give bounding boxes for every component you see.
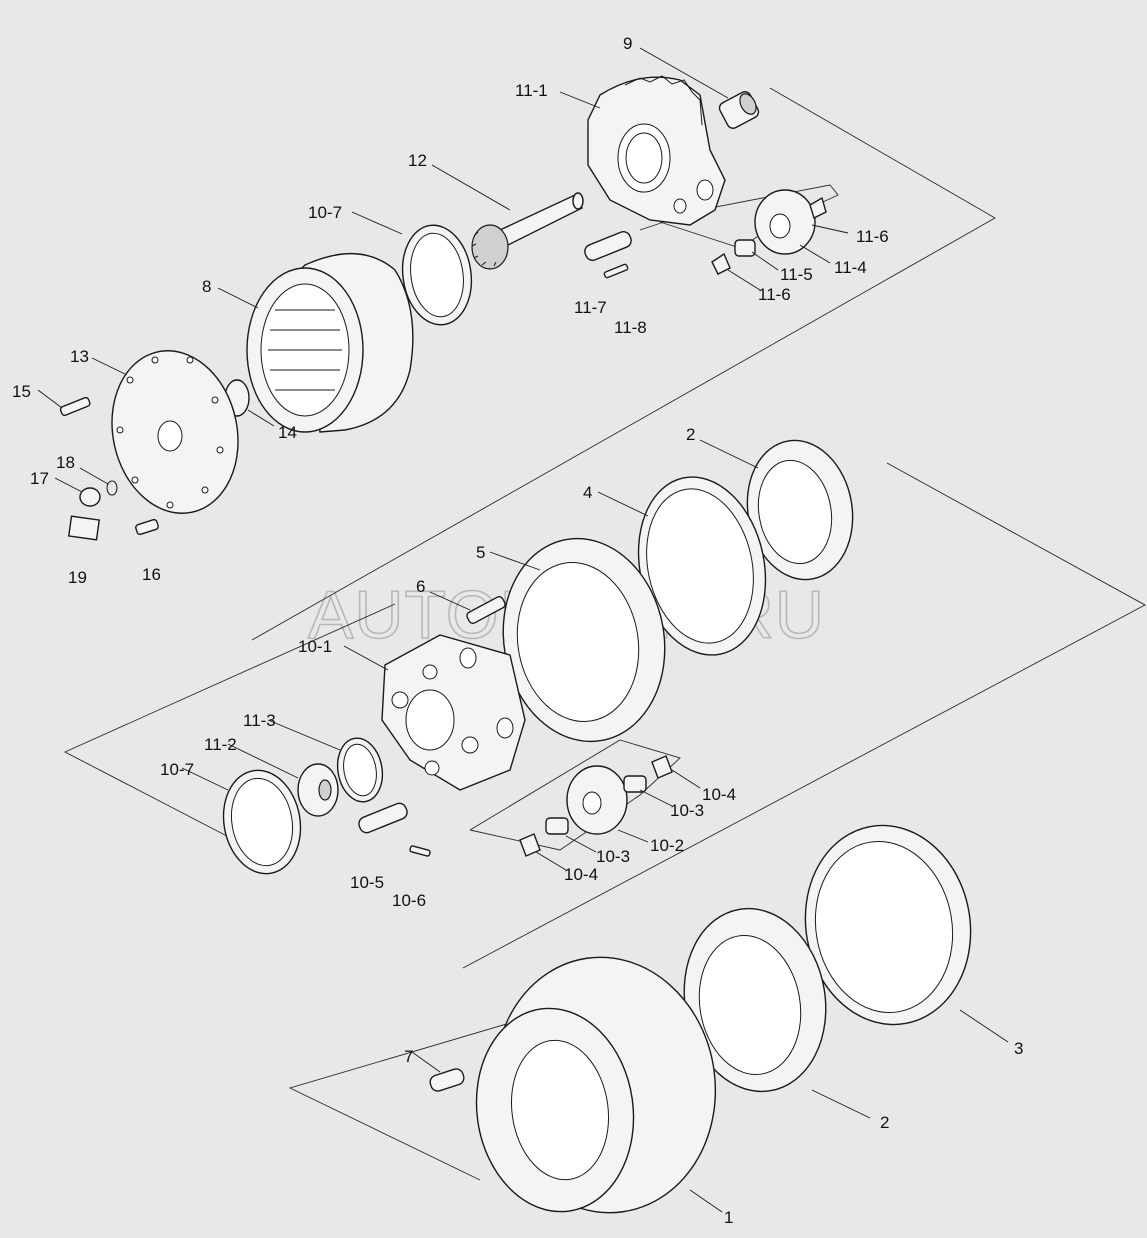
label-17: 17 [30, 469, 49, 488]
label-8: 8 [202, 277, 211, 296]
planet-carrier-part-10-1 [381, 634, 526, 791]
label-19: 19 [68, 568, 87, 587]
label-7: 7 [404, 1047, 413, 1066]
thrust-washer-part-10-7-upper [401, 224, 473, 326]
label-10-5: 10-5 [350, 873, 384, 892]
seal-part-3 [804, 824, 972, 1026]
label-12: 12 [408, 151, 427, 170]
thrust-washer-part-10-7-lower [222, 769, 302, 875]
hub-part-5 [502, 537, 666, 743]
label-10-7-lower: 10-7 [160, 760, 194, 779]
plate-part-19 [67, 515, 101, 541]
washer-part-11-6-lower [711, 252, 731, 275]
label-1: 1 [724, 1208, 733, 1227]
plug-part-16 [135, 518, 159, 536]
cover-plate-part-13 [111, 350, 239, 514]
label-4: 4 [583, 483, 592, 502]
label-18: 18 [56, 453, 75, 472]
bolt-part-15 [59, 396, 91, 417]
washer-part-10-4-lower [519, 833, 541, 857]
planet-gear-part-11-4 [754, 189, 816, 255]
plug-part-17 [79, 487, 101, 507]
middle-group-outline-left [63, 603, 396, 849]
label-10-4-upper: 10-4 [702, 785, 736, 804]
leader-lines [37, 47, 1009, 1213]
washer-part-11-6-upper [809, 196, 827, 219]
lower-group-outline [288, 1019, 521, 1181]
seal-part-4 [637, 476, 767, 656]
label-2-upper: 2 [686, 425, 695, 444]
spring-pin-part-10-6 [409, 845, 431, 857]
planet-gear-part-10-2 [566, 765, 628, 835]
housing-part-1 [475, 956, 717, 1214]
bearing-part-2-lower [683, 907, 827, 1093]
spring-pin-part-11-8 [603, 263, 629, 279]
label-10-3-lower: 10-3 [596, 847, 630, 866]
label-11-3: 11-3 [243, 711, 276, 730]
washer-part-10-4-upper [651, 755, 673, 779]
pin-part-7 [429, 1068, 465, 1092]
ring-gear-part-8 [246, 252, 414, 433]
label-11-6-upper: 11-6 [856, 227, 889, 246]
label-11-4: 11-4 [834, 258, 867, 277]
label-10-1: 10-1 [298, 637, 332, 656]
label-13: 13 [70, 347, 89, 366]
label-10-6: 10-6 [392, 891, 426, 910]
label-11-2: 11-2 [204, 735, 237, 754]
label-10-4-lower: 10-4 [564, 865, 598, 884]
pin-part-10-5 [358, 802, 408, 834]
snap-ring-inner-11-3 [343, 743, 377, 797]
bolt-part-6 [466, 596, 506, 624]
label-10-7-upper: 10-7 [308, 203, 342, 222]
needle-bearing-part-10-3-lower [545, 817, 569, 835]
o-ring-part-18 [106, 480, 118, 496]
label-11-7: 11-7 [574, 298, 607, 317]
middle-group-outline-right [462, 462, 1146, 969]
label-11-8: 11-8 [614, 318, 647, 337]
label-11-6-lower: 11-6 [758, 285, 791, 304]
pin-part-11-7 [584, 231, 632, 261]
needle-bearing-part-11-5 [734, 239, 756, 257]
label-15: 15 [12, 382, 31, 401]
shaft-part-12 [471, 192, 584, 270]
label-9: 9 [623, 34, 632, 53]
label-5: 5 [476, 543, 485, 562]
label-11-5: 11-5 [780, 265, 813, 284]
part-labels: 9 11-1 12 10-7 11-6 11-5 11-4 11-6 11-7 … [12, 34, 1023, 1227]
bushing-part-9 [718, 91, 760, 129]
label-2-lower: 2 [880, 1113, 889, 1132]
needle-bearing-part-10-3-upper [623, 775, 647, 793]
sun-gear-part-11-2 [297, 763, 339, 817]
label-14: 14 [278, 423, 297, 442]
label-10-3-upper: 10-3 [670, 801, 704, 820]
planet-carrier-part-11-1 [587, 75, 726, 226]
label-11-1: 11-1 [515, 81, 548, 100]
label-3: 3 [1014, 1039, 1023, 1058]
label-10-2: 10-2 [650, 836, 684, 855]
bearing-part-2-upper [746, 439, 854, 581]
label-6: 6 [416, 577, 425, 596]
label-16: 16 [142, 565, 161, 584]
upper-group-outline [251, 87, 996, 641]
